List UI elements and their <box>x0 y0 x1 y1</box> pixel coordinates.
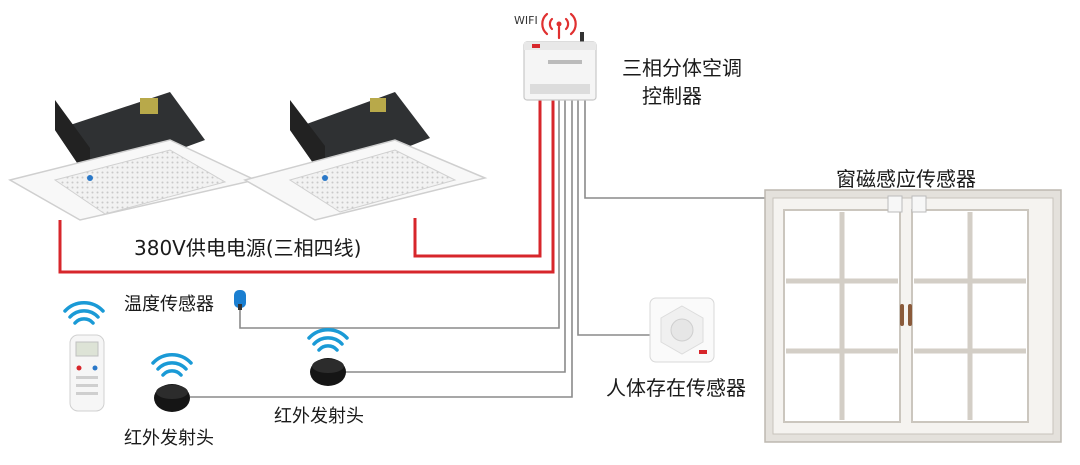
wire-presence <box>577 100 660 336</box>
signal-wires <box>190 100 770 398</box>
wire-ir-right <box>345 100 566 373</box>
wifi-icon <box>541 12 577 40</box>
wire-window-sensor <box>584 100 770 199</box>
magnetic-contact-icon <box>887 195 927 213</box>
remote-icon <box>63 301 105 412</box>
ir-emitter-icon <box>307 328 349 386</box>
power-wires <box>58 100 555 274</box>
window-icon <box>764 189 1062 443</box>
ir-emitter-right-label: 红外发射头 <box>274 406 364 427</box>
presence-sensor-label: 人体存在传感器 <box>606 376 746 400</box>
window-sensor-label: 窗磁感应传感器 <box>836 167 976 191</box>
wire-ir-left <box>190 100 573 398</box>
wifi-label: WIFI <box>514 14 538 27</box>
temp-sensor-label: 温度传感器 <box>124 294 214 315</box>
wire-temp-sensor <box>239 100 560 329</box>
presence-sensor-icon <box>649 297 715 363</box>
ac-unit-icon <box>8 92 258 221</box>
controller-label-line1: 三相分体空调 <box>622 56 742 80</box>
controller-label-line2: 控制器 <box>642 84 702 108</box>
ir-emitter-icon <box>151 353 193 412</box>
ac-unit-icon <box>243 92 488 221</box>
power-wire-unit2 <box>413 100 542 258</box>
ir-emitter-left-label: 红外发射头 <box>124 428 214 449</box>
power-supply-label: 380V供电电源(三相四线) <box>134 236 362 260</box>
controller-box-icon <box>523 32 597 101</box>
power-wire-unit1 <box>58 100 555 274</box>
temperature-probe-icon <box>234 290 246 310</box>
